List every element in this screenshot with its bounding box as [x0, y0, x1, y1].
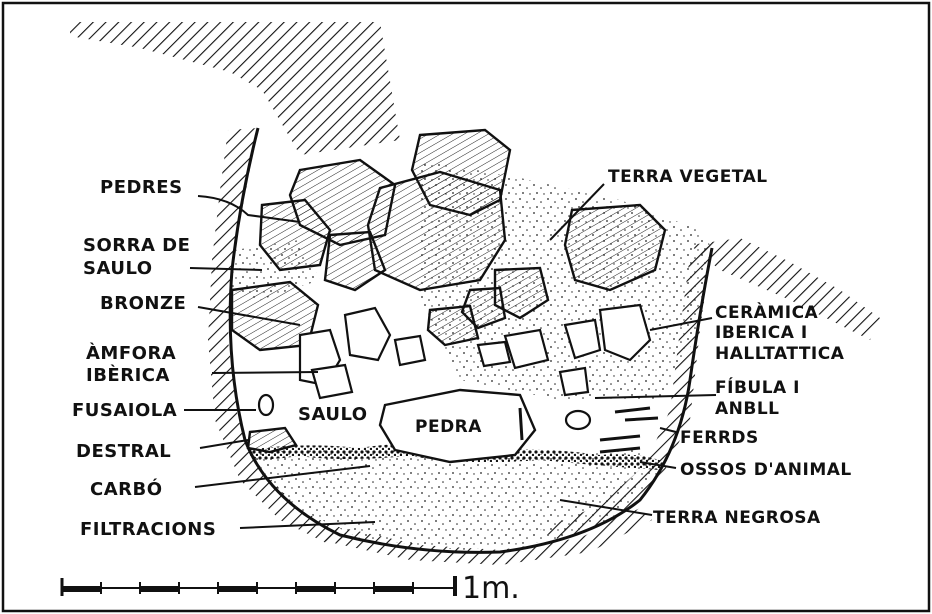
label-amfora-1: ÀMFORA — [86, 342, 176, 364]
ceramica-piece-4 — [478, 342, 510, 366]
label-terra-vegetal: TERRA VEGETAL — [608, 167, 768, 187]
label-ossos: OSSOS D'ANIMAL — [680, 460, 852, 480]
label-pedres: PEDRES — [100, 177, 183, 198]
ceramica-piece-5 — [560, 368, 588, 395]
label-filtracions: FILTRACIONS — [80, 519, 216, 540]
label-ceramica-2: IBERICA I — [715, 323, 808, 343]
label-ferrds: FERRDS — [680, 428, 759, 448]
label-ceramica-1: CERÀMICA — [715, 301, 819, 323]
label-saulo-center: SAULO — [298, 404, 368, 425]
scale-label: 1m. — [462, 571, 520, 606]
label-carbo: CARBÓ — [90, 478, 163, 500]
amfora-piece-3 — [312, 365, 352, 398]
label-destral: DESTRAL — [76, 441, 171, 462]
label-bronze: BRONZE — [100, 293, 186, 314]
label-fibula-1: FÍBULA I — [715, 376, 800, 398]
anell-piece — [566, 411, 590, 429]
fusaiola-piece — [259, 395, 273, 415]
label-saulo-left: SAULO — [83, 258, 153, 279]
amfora-piece-4 — [395, 336, 425, 365]
label-ceramica-3: HALLTATTICA — [715, 344, 845, 364]
label-terra-negrosa: TERRA NEGROSA — [653, 508, 821, 528]
label-fusaiola: FUSAIOLA — [72, 400, 177, 421]
label-pedra: PEDRA — [415, 417, 482, 437]
label-fibula-2: ANBLL — [715, 399, 780, 419]
label-amfora-2: IBÈRICA — [86, 364, 170, 386]
label-sorra-de: SORRA DE — [83, 235, 190, 256]
